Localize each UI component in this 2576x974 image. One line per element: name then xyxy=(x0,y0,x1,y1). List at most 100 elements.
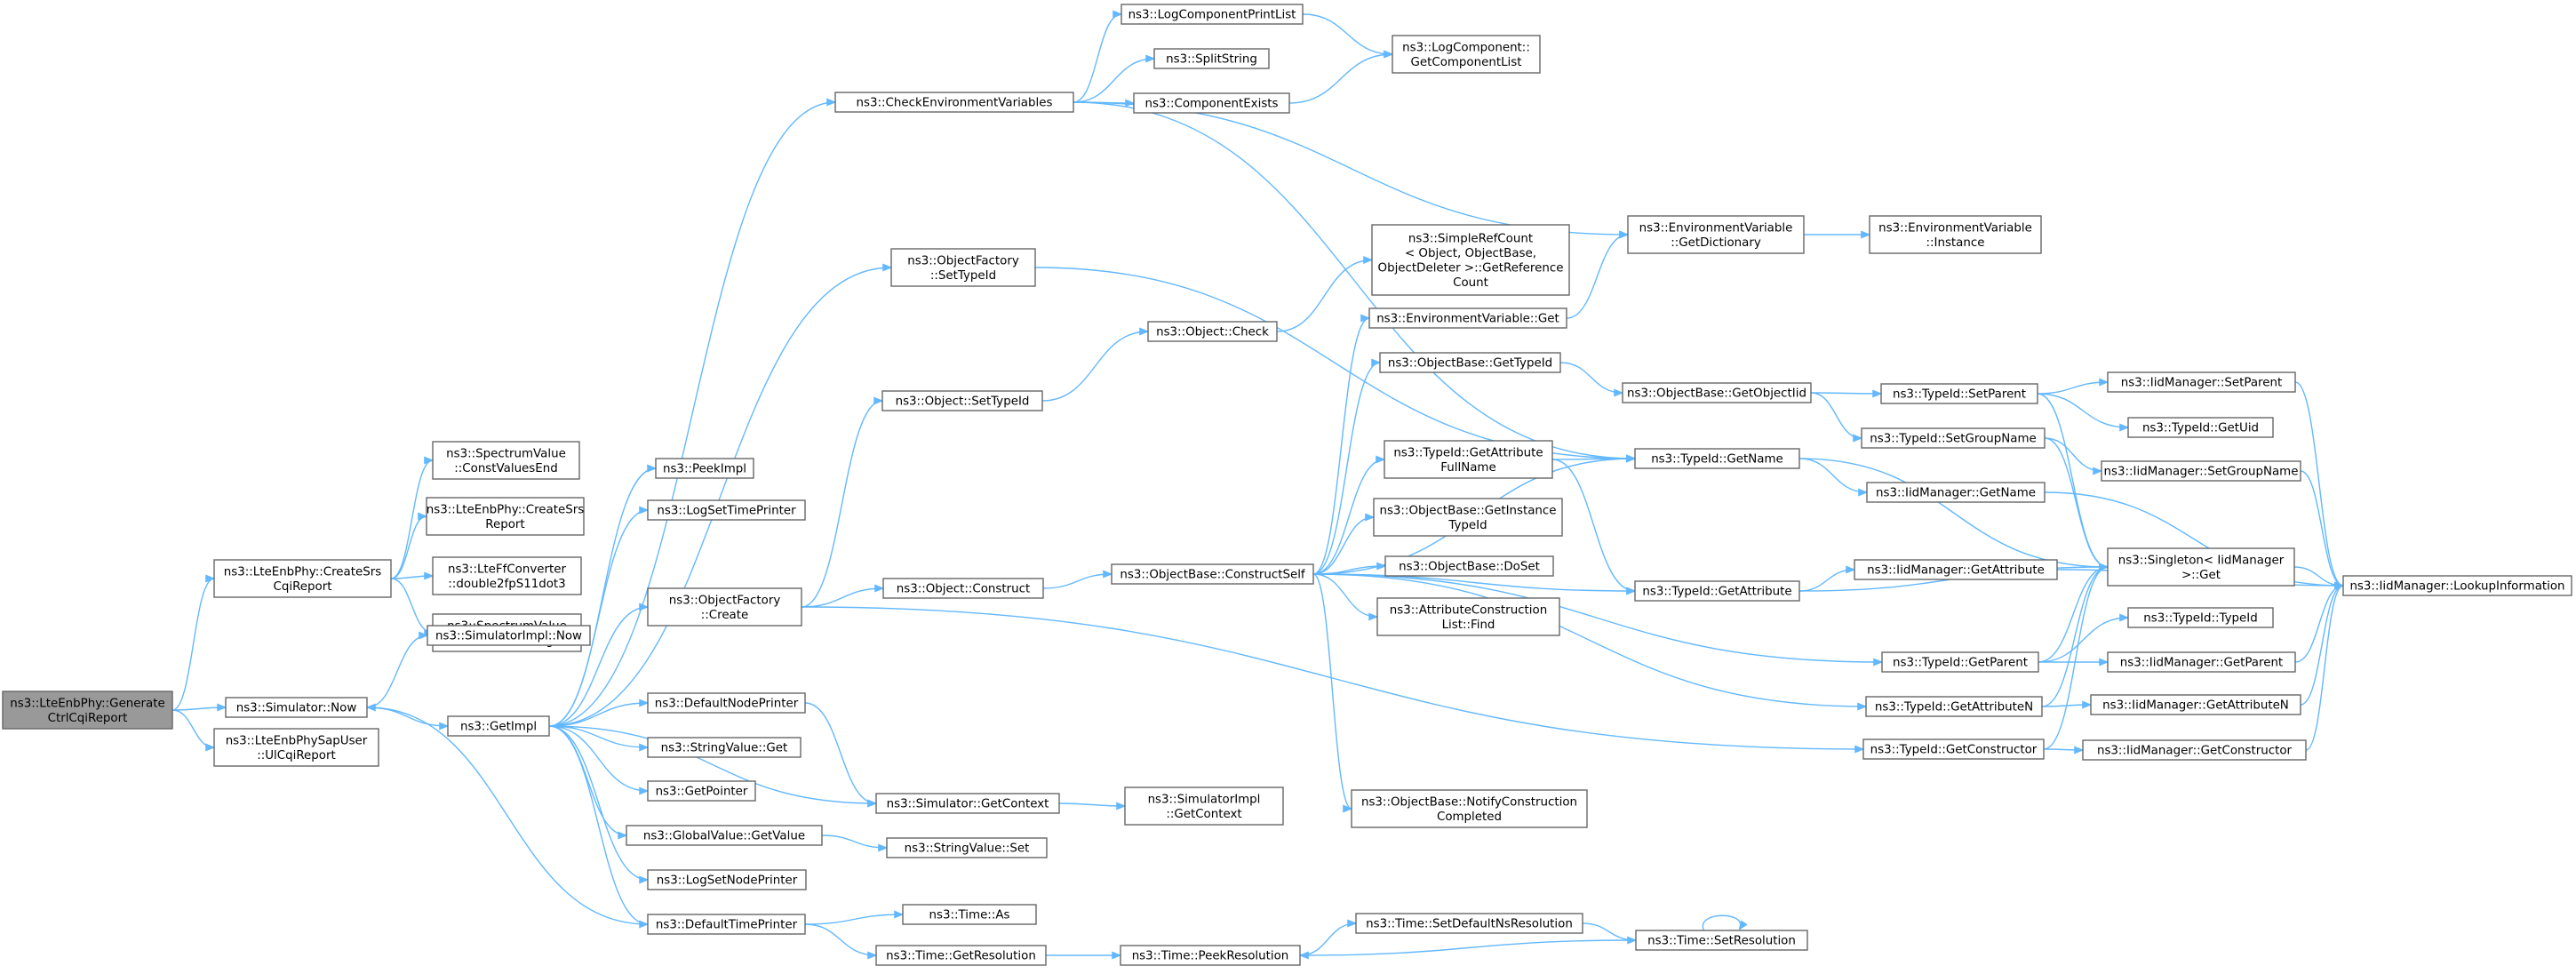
node-simplerefcount[interactable]: ns3::SimpleRefCount< Object, ObjectBase,… xyxy=(1371,224,1570,296)
node-logcompprint[interactable]: ns3::LogComponentPrintList xyxy=(1121,4,1304,25)
node-label: ns3::SpectrumValue xyxy=(446,447,566,460)
node-objsettypeid[interactable]: ns3::Object::SetTypeId xyxy=(881,390,1043,411)
node-splitstring[interactable]: ns3::SplitString xyxy=(1153,48,1270,69)
arrowhead xyxy=(424,456,435,465)
node-typeidgetattrn[interactable]: ns3::TypeId::GetAttributeN xyxy=(1865,696,2043,717)
node-defnodeprinter[interactable]: ns3::DefaultNodePrinter xyxy=(647,692,806,714)
node-envvarinstance[interactable]: ns3::EnvironmentVariable::Instance xyxy=(1869,215,2042,254)
node-objbaseconstructself[interactable]: ns3::ObjectBase::ConstructSelf xyxy=(1111,563,1314,585)
arrowhead xyxy=(1857,702,1868,711)
arrowhead xyxy=(1365,513,1376,522)
node-typeidgetctor[interactable]: ns3::TypeId::GetConstructor xyxy=(1862,738,2045,760)
node-label: CtrlCqiReport xyxy=(48,712,128,725)
edge-objconstruct-to-objbaseconstructself xyxy=(1042,573,1113,589)
edge-typeidgetctor-to-singletonget xyxy=(2043,566,2109,750)
node-simimplnow[interactable]: ns3::SimulatorImpl::Now xyxy=(427,625,591,646)
node-cvend[interactable]: ns3::SpectrumValue::ConstValuesEnd xyxy=(432,441,580,480)
node-getpointer[interactable]: ns3::GetPointer xyxy=(647,780,756,802)
node-logsetnode[interactable]: ns3::LogSetNodePrinter xyxy=(647,869,807,890)
node-deftimeprinter[interactable]: ns3::DefaultTimePrinter xyxy=(647,914,806,935)
node-objfactcreate[interactable]: ns3::ObjectFactory::Create xyxy=(647,587,802,627)
node-label: GetComponentList xyxy=(1410,56,1521,69)
node-iidsetgroup[interactable]: ns3::IidManager::SetGroupName xyxy=(2101,460,2301,482)
node-ffconv[interactable]: ns3::LteFfConverter::double2fpS11dot3 xyxy=(432,556,582,595)
node-iidgetname[interactable]: ns3::IidManager::GetName xyxy=(1866,482,2046,503)
node-singletonget[interactable]: ns3::Singleton< IidManager>::Get xyxy=(2107,547,2295,587)
edge-objfactcreate-to-objsettypeid xyxy=(801,400,883,608)
node-iidgetattr[interactable]: ns3::IidManager::GetAttribute xyxy=(1854,559,2058,580)
node-getimpl[interactable]: ns3::GetImpl xyxy=(447,715,550,737)
node-objconstruct[interactable]: ns3::Object::Construct xyxy=(882,578,1044,599)
node-iidgetattrn[interactable]: ns3::IidManager::GetAttributeN xyxy=(2090,694,2301,715)
node-ulcqi[interactable]: ns3::LteEnbPhySapUser::UlCqiReport xyxy=(213,728,379,767)
node-simimplgetctx[interactable]: ns3::SimulatorImpl::GetContext xyxy=(1124,786,1284,826)
node-iidgetctor[interactable]: ns3::IidManager::GetConstructor xyxy=(2082,739,2307,761)
arrowhead xyxy=(1139,327,1150,336)
node-label: ns3::DefaultNodePrinter xyxy=(655,698,799,711)
node-globalget[interactable]: ns3::GlobalValue::GetValue xyxy=(626,825,823,846)
node-typeidtypeid[interactable]: ns3::TypeId::TypeId xyxy=(2127,607,2274,628)
node-timegetres[interactable]: ns3::Time::GetResolution xyxy=(875,945,1047,966)
node-typeidgetattr[interactable]: ns3::TypeId::GetAttribute xyxy=(1634,580,1800,602)
node-label: ns3::Simulator::Now xyxy=(236,702,357,715)
node-box xyxy=(890,248,1036,287)
node-label: ns3::IidManager::LookupInformation xyxy=(2349,580,2564,594)
node-box xyxy=(882,578,1044,599)
arrowhead xyxy=(874,584,885,593)
node-envvarget[interactable]: ns3::EnvironmentVariable::Get xyxy=(1368,307,1567,329)
arrowhead xyxy=(418,512,428,521)
node-compexists[interactable]: ns3::ComponentExists xyxy=(1133,92,1290,114)
node-label: ns3::IidManager::GetConstructor xyxy=(2097,745,2293,758)
node-objbasegetobjiid[interactable]: ns3::ObjectBase::GetObjectIid xyxy=(1622,382,1812,403)
node-box xyxy=(2101,460,2301,482)
node-objfactsettype[interactable]: ns3::ObjectFactory::SetTypeId xyxy=(890,248,1036,287)
arrowhead xyxy=(419,631,429,640)
node-peekimpl[interactable]: ns3::PeekImpl xyxy=(655,458,754,479)
node-objcheck[interactable]: ns3::Object::Check xyxy=(1147,321,1278,342)
node-typeidsetgroup[interactable]: ns3::TypeId::SetGroupName xyxy=(1861,427,2046,449)
node-label: Completed xyxy=(1437,810,1502,824)
node-timeas[interactable]: ns3::Time::As xyxy=(902,904,1037,925)
node-timepeekres[interactable]: ns3::Time::PeekResolution xyxy=(1120,945,1301,966)
edge-getimpl-to-logsettime xyxy=(548,509,649,727)
arrowhead xyxy=(639,506,650,515)
edge-getimpl-to-logsetnode xyxy=(548,725,649,881)
arrowhead xyxy=(205,743,216,752)
node-typeidgetname[interactable]: ns3::TypeId::GetName xyxy=(1634,448,1800,469)
node-box xyxy=(432,556,582,595)
node-timesetres[interactable]: ns3::Time::SetResolution xyxy=(1635,930,1808,951)
node-iidgetparent[interactable]: ns3::IidManager::GetParent xyxy=(2107,651,2296,673)
node-envvargetdict[interactable]: ns3::EnvironmentVariable::GetDictionary xyxy=(1627,215,1805,254)
node-iidsetparent[interactable]: ns3::IidManager::SetParent xyxy=(2107,371,2296,393)
node-checkenv[interactable]: ns3::CheckEnvironmentVariables xyxy=(834,92,1074,113)
node-box xyxy=(1622,382,1812,403)
node-strvalget[interactable]: ns3::StringValue::Get xyxy=(647,737,802,758)
node-timesetdefns[interactable]: ns3::Time::SetDefaultNsResolution xyxy=(1355,913,1583,934)
edge-typeidsetgroup-to-singletonget xyxy=(2044,437,2109,568)
node-label: ns3::ComponentExists xyxy=(1144,98,1278,111)
node-typeidsetparent[interactable]: ns3::TypeId::SetParent xyxy=(1880,383,2038,404)
node-typeidgetuid[interactable]: ns3::TypeId::GetUid xyxy=(2127,417,2274,438)
node-label: ns3::ObjectFactory xyxy=(907,254,1019,267)
node-label: ns3::Object::Check xyxy=(1156,326,1269,339)
node-logcompgetlist[interactable]: ns3::LogComponent::GetComponentList xyxy=(1392,35,1541,74)
node-objbasenotify[interactable]: ns3::ObjectBase::NotifyConstructionCompl… xyxy=(1351,789,1588,828)
arrowhead xyxy=(1125,99,1136,108)
node-box xyxy=(1379,352,1561,373)
node-simgetctx[interactable]: ns3::Simulator::GetContext xyxy=(875,793,1060,814)
node-logsettime[interactable]: ns3::LogSetTimePrinter xyxy=(647,499,806,521)
node-label: ::GetContext xyxy=(1166,808,1241,821)
node-objbasegettypeid[interactable]: ns3::ObjectBase::GetTypeId xyxy=(1379,352,1561,373)
node-iidlookup[interactable]: ns3::IidManager::LookupInformation xyxy=(2342,575,2572,596)
node-box xyxy=(1854,559,2058,580)
node-objbasedoset[interactable]: ns3::ObjectBase::DoSet xyxy=(1384,555,1554,577)
node-typeidgetparent[interactable]: ns3::TypeId::GetParent xyxy=(1881,651,2039,673)
node-strvalset[interactable]: ns3::StringValue::Set xyxy=(886,837,1048,858)
node-simnow[interactable]: ns3::Simulator::Now xyxy=(225,697,368,718)
